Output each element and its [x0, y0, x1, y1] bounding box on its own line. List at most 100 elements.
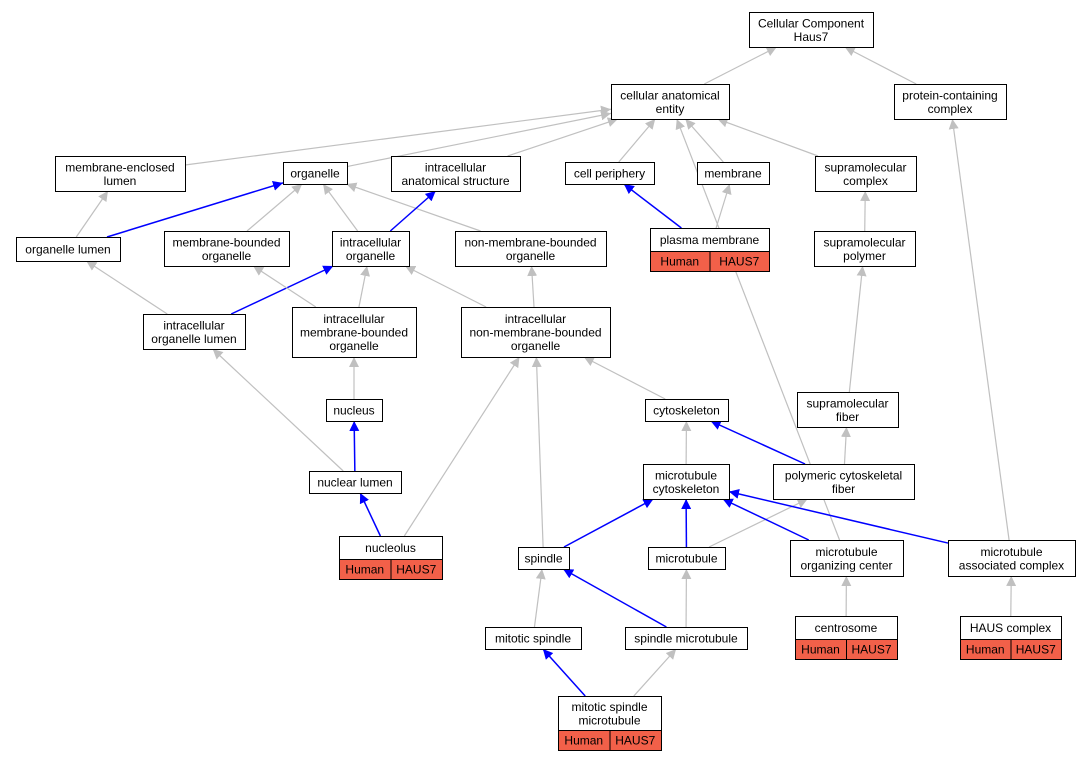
edge-cyt-to-inmbo	[583, 356, 666, 400]
edge-io-to-org	[322, 183, 359, 232]
node-box	[283, 162, 348, 185]
node-label: supramolecular	[806, 396, 888, 410]
edge-mbo-to-org	[246, 183, 303, 232]
node-box	[16, 237, 121, 262]
node-ol[interactable]: organelle lumen	[16, 237, 121, 262]
node-inmbo[interactable]: intracellularnon-membrane-boundedorganel…	[461, 307, 611, 358]
edge-inmbo-to-nmbo	[527, 265, 538, 308]
node-label: protein-containing	[902, 88, 997, 102]
edge-msm-to-ms	[542, 648, 586, 697]
edge-cp-to-cae	[618, 118, 656, 163]
edge-smt-to-spi	[562, 568, 667, 628]
node-box	[643, 464, 730, 500]
node-label: intracellular	[505, 312, 566, 326]
node-label: cytoskeleton	[653, 404, 720, 418]
node-cyt[interactable]: cytoskeleton	[645, 399, 729, 422]
node-label: complex	[928, 102, 973, 116]
gene-label: HAUS7	[615, 734, 655, 748]
node-label: membrane-enclosed	[65, 160, 174, 174]
node-label: microtubule	[655, 468, 717, 482]
edge-mtac-to-mtc	[728, 489, 949, 544]
node-label: non-membrane-bounded	[464, 235, 596, 249]
edge-spi-to-mtc	[563, 498, 654, 548]
node-label: supramolecular	[823, 235, 905, 249]
node-org[interactable]: organelle	[283, 162, 348, 185]
edge-mem-to-cae	[684, 118, 724, 163]
node-label: fiber	[836, 410, 859, 424]
edge-nuo-to-nl	[359, 492, 382, 537]
node-mem[interactable]: membrane	[697, 162, 770, 185]
edge-nl-to-iol	[212, 348, 344, 472]
node-box	[749, 12, 874, 48]
node-cp[interactable]: cell periphery	[565, 162, 655, 185]
node-label: complex	[843, 174, 888, 188]
node-label: supramolecular	[824, 160, 906, 174]
node-nuc[interactable]: nucleus	[326, 399, 383, 422]
edge-mel-to-cae	[184, 105, 612, 166]
species-label: Human	[966, 643, 1005, 657]
node-label: entity	[656, 102, 685, 116]
edge-nuo-to-inmbo	[403, 356, 520, 537]
node-box	[773, 464, 915, 500]
node-label: nucleolus	[365, 541, 416, 555]
node-box	[326, 399, 383, 422]
node-box	[814, 231, 916, 267]
node-label: intracellular	[425, 160, 486, 174]
node-smt[interactable]: spindle microtubule	[625, 627, 748, 650]
node-label: membrane-bounded	[300, 326, 408, 340]
node-label: HAUS complex	[970, 621, 1051, 635]
node-label: nuclear lumen	[317, 476, 392, 490]
node-spi[interactable]: spindle	[518, 547, 570, 570]
node-box	[309, 471, 402, 494]
node-box	[55, 156, 186, 192]
edge-imbo-to-mbo	[252, 265, 317, 308]
edge-ol-to-mel	[75, 190, 109, 238]
species-label: Human	[801, 643, 840, 657]
node-box	[485, 627, 582, 650]
edge-nl-to-nuc	[349, 420, 360, 472]
edge-iol-to-ol	[85, 260, 168, 315]
edge-io-to-ias	[389, 190, 437, 232]
node-box	[455, 231, 607, 267]
node-box	[518, 547, 570, 570]
edge-mtoc-to-mtc	[722, 498, 810, 541]
node-label: mitotic spindle	[495, 632, 571, 646]
node-nl[interactable]: nuclear lumen	[309, 471, 402, 494]
edge-nmbo-to-org	[346, 182, 481, 232]
node-ms[interactable]: mitotic spindle	[485, 627, 582, 650]
gene-label: HAUS7	[719, 255, 759, 269]
edge-smp-to-smc	[860, 190, 871, 232]
node-label: polymeric cytoskeletal	[785, 468, 902, 482]
node-label: membrane-bounded	[172, 235, 280, 249]
node-label: organelle	[346, 249, 396, 263]
node-box	[143, 314, 246, 350]
edge-iol-to-io	[230, 265, 334, 315]
node-mt[interactable]: microtubule	[648, 547, 726, 570]
node-label: organelle lumen	[25, 243, 110, 257]
node-label: mitotic spindle	[571, 700, 647, 714]
edge-ias-to-cae	[507, 117, 619, 157]
